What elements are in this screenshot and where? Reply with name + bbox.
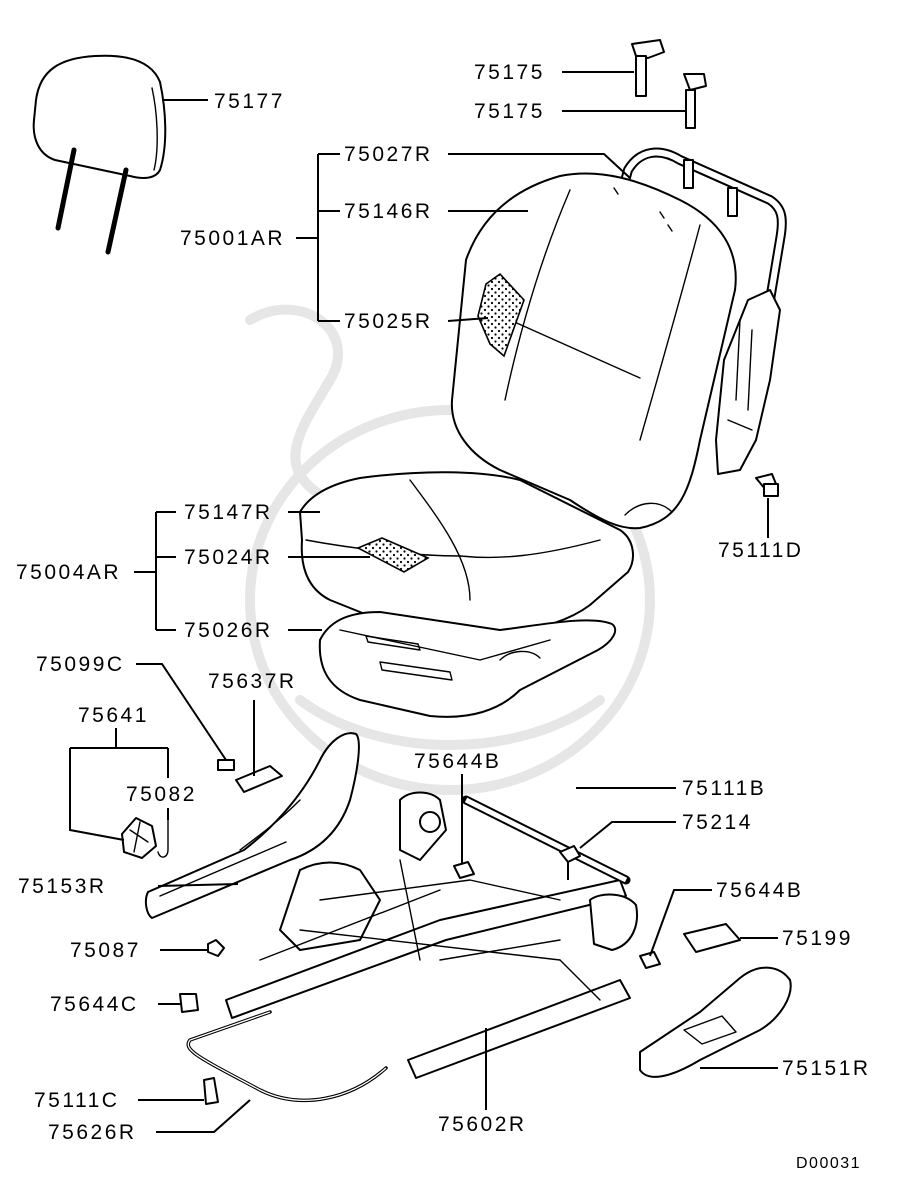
- label-75177: 75177: [214, 90, 285, 113]
- seatback-frame[interactable]: [615, 147, 787, 538]
- label-75626R: 75626R: [48, 1121, 137, 1144]
- label-75151R: 75151R: [782, 1057, 871, 1080]
- side-shield-cover[interactable]: [639, 966, 792, 1078]
- label-75644C: 75644C: [50, 993, 139, 1016]
- label-75644B-right: 75644B: [716, 879, 803, 902]
- headrest-guide-bolts[interactable]: [562, 39, 707, 129]
- leader-lines: [69, 153, 778, 1133]
- label-75025R: 75025R: [344, 310, 433, 333]
- label-75637R: 75637R: [208, 670, 297, 693]
- label-75024R: 75024R: [184, 546, 273, 569]
- label-75111D: 75111D: [718, 539, 803, 562]
- label-75199: 75199: [782, 927, 853, 950]
- trim-pad[interactable]: [683, 923, 741, 953]
- label-75153R: 75153R: [18, 875, 107, 898]
- label-75175-b: 75175: [474, 100, 545, 123]
- label-75082: 75082: [126, 783, 197, 806]
- label-75099C: 75099C: [36, 653, 125, 676]
- label-75147R: 75147R: [184, 501, 273, 524]
- label-75087: 75087: [70, 939, 141, 962]
- label-75602R: 75602R: [438, 1113, 527, 1136]
- seat-track[interactable]: [186, 791, 638, 1103]
- seat-cushion[interactable]: [299, 471, 634, 718]
- label-75027R: 75027R: [344, 143, 433, 166]
- label-75644B-top: 75644B: [414, 750, 501, 773]
- headrest[interactable]: [32, 54, 208, 255]
- adjuster-knob[interactable]: [121, 817, 169, 859]
- label-75001AR: 75001AR: [180, 227, 285, 250]
- seatback[interactable]: [450, 172, 737, 530]
- recliner-cover[interactable]: [144, 732, 360, 919]
- label-75026R: 75026R: [184, 619, 273, 642]
- label-75111B: 75111B: [682, 777, 766, 800]
- diagram-code: D00031: [796, 1155, 861, 1172]
- label-75004AR: 75004AR: [16, 561, 121, 584]
- part-labels: 75177 75175 75175 75027R 75146R 75001AR …: [16, 61, 871, 1172]
- label-75214: 75214: [682, 811, 753, 834]
- small-fasteners[interactable]: [179, 759, 661, 1105]
- label-75175-a: 75175: [474, 61, 545, 84]
- label-75146R: 75146R: [344, 200, 433, 223]
- label-75111C: 75111C: [34, 1089, 119, 1112]
- label-75641: 75641: [78, 704, 149, 727]
